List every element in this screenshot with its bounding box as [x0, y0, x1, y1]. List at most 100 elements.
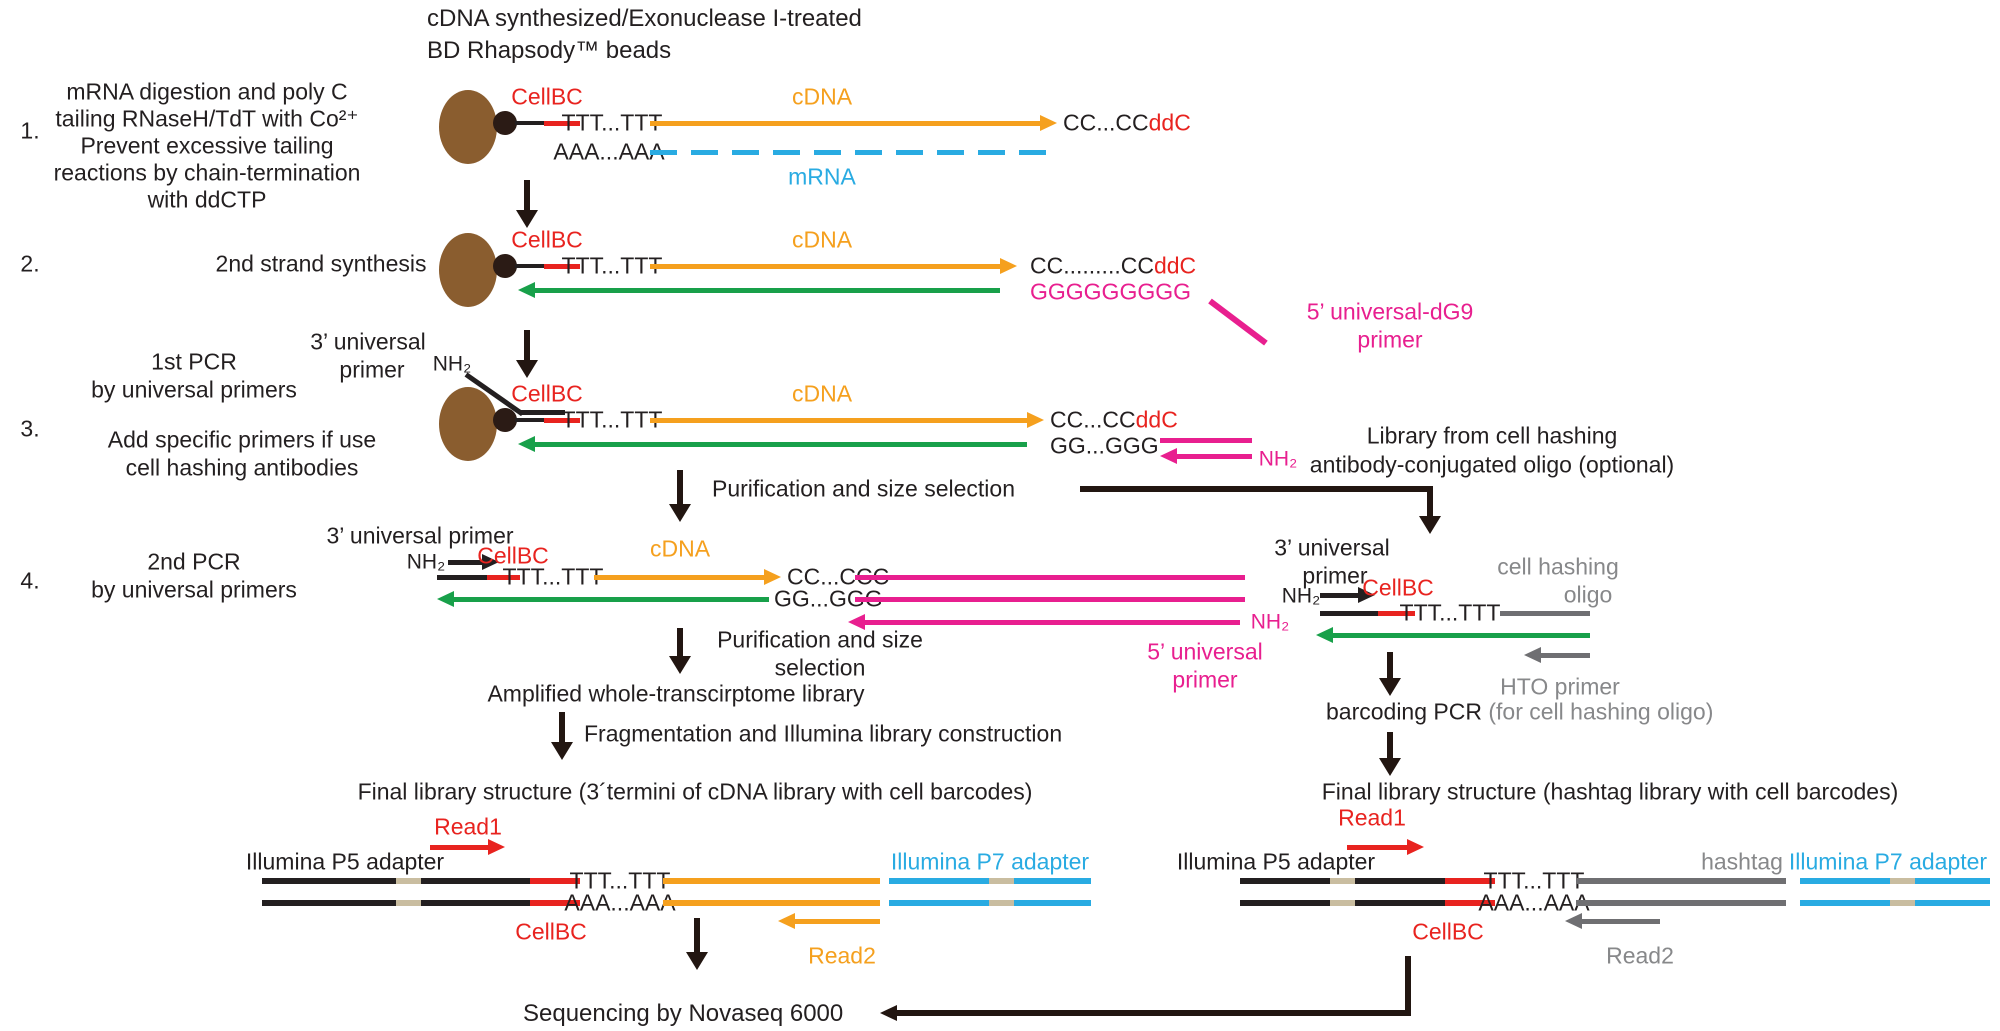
step1-text-line3: Prevent excessive tailing [80, 132, 334, 159]
step3-pcr-line1: 1st PCR [151, 348, 237, 375]
step3-pcr-line2: by universal primers [91, 376, 297, 403]
primer-arrow-row4-line [448, 560, 482, 565]
ttt-row4: TTT...TTT [502, 563, 604, 590]
nh2-black-row3: NH₂ [432, 352, 472, 376]
read2-arrow-right [1582, 919, 1660, 924]
bead-row3 [439, 387, 497, 461]
step2-number: 2. [20, 250, 40, 277]
primer-arm-stub-row3 [520, 410, 565, 415]
step1-text-line5: with ddCTP [147, 186, 267, 213]
universal-primer-arrow-row3 [1177, 454, 1252, 459]
lib-right-top-blue2 [1915, 878, 1990, 884]
cdna-arrow-row3 [650, 418, 1027, 423]
cdna-label-row2: cDNA [791, 226, 853, 253]
second-strand-row3 [535, 442, 1027, 447]
flow-arrow-4-head [669, 656, 691, 674]
flow-arrow-2-head [516, 360, 538, 378]
step4-pcr-line1: 2nd PCR [147, 548, 241, 575]
lib-left-ttt: TTT...TTT [569, 867, 671, 894]
second-strand-arrowhead-row3 [518, 436, 535, 452]
lib-right-bot-red [1445, 900, 1495, 906]
lib-right-ttt: TTT...TTT [1483, 867, 1585, 894]
flow-arrow-5-head [551, 742, 573, 760]
read1-arrow-left [430, 845, 488, 850]
flow-arrow-4-line [677, 628, 683, 658]
cdna-arrow-row2 [650, 264, 1000, 269]
branch-primer3-line2: primer [1302, 562, 1368, 589]
purification2-label-line2: selection [774, 654, 866, 681]
cc-black-row3: CC...CC [1050, 406, 1136, 433]
lib-left-bot-tan1 [396, 900, 421, 906]
universal-primer-line-row3 [1160, 438, 1252, 443]
cellbc-segment-row3 [544, 418, 580, 423]
flow-arrow-5-line [559, 712, 565, 744]
ttt-row1: TTT...TTT [561, 109, 663, 136]
read2-arrow-left [795, 919, 880, 924]
lib-left-bot-red [530, 900, 580, 906]
lib-right-bot-gray [1576, 900, 1786, 906]
lib-right-top-blue1 [1800, 878, 1890, 884]
cdna-arrowhead-row2 [1000, 258, 1017, 274]
p7-adapter-label-right: Illumina P7 adapter [1788, 848, 1988, 875]
mrna-dashed-line [650, 150, 1048, 155]
branch-flow-arrow-2-line [1387, 732, 1393, 760]
cc-label-row3: CC...CCddC [1050, 407, 1178, 432]
lib-left-top-black1 [262, 878, 396, 884]
cellbc-label-row2: CellBC [511, 226, 583, 253]
bead-row2 [439, 233, 497, 307]
lib-right-bot-blue2 [1915, 900, 1990, 906]
cellbc-label-lib-right: CellBC [1412, 918, 1484, 945]
cdna-arrow-row1 [650, 121, 1040, 126]
lib-left-bot-tan2 [989, 900, 1014, 906]
branch-flow-arrow-1-line [1387, 652, 1393, 680]
dg9-pointer-line [1208, 298, 1268, 346]
amplified-library-label: Amplified whole-transcirptome library [487, 680, 865, 707]
flow-arrow-6-head [686, 952, 708, 970]
flow-arrow-1-head [516, 210, 538, 228]
gg-label-row3: GG...GGG [1050, 432, 1159, 459]
cellbc-segment-row2 [544, 264, 580, 269]
top-strand-red-row4 [487, 575, 520, 580]
step4-number: 4. [20, 567, 40, 594]
barcoding-pcr-gray: (for cell hashing oligo) [1481, 698, 1714, 725]
barcoding-pcr-label: barcoding PCR (for cell hashing oligo) [1326, 699, 1713, 724]
flow-arrow-6-line [694, 918, 700, 954]
step1-text-line4: reactions by chain-termination [53, 159, 361, 186]
lib-left-bot-blue2 [1014, 900, 1091, 906]
read1-label-right: Read1 [1338, 804, 1406, 831]
branch-flow-arrow-1-head [1379, 678, 1401, 696]
cdna-arrowhead-row4 [764, 569, 781, 585]
read1-arrowhead-right [1407, 839, 1424, 855]
barcoding-pcr-black: barcoding PCR [1326, 698, 1482, 725]
cdna-arrow-row4 [594, 575, 764, 580]
sequencing-elbow-vertical [1405, 956, 1411, 1016]
cdna-arrowhead-row1 [1040, 115, 1057, 131]
branch-strand-black [1320, 611, 1378, 616]
universal-primer3-row3-line2: primer [339, 356, 405, 383]
branch-strand-gray [1500, 611, 1590, 616]
lib-right-top-tan1 [1330, 878, 1355, 884]
lib-left-top-blue1 [889, 878, 989, 884]
ddc-red-row1: ddC [1148, 109, 1191, 136]
bead-stem-row1 [515, 121, 544, 125]
nh2-magenta-row4: NH₂ [1250, 610, 1290, 634]
hto-primer-arrowhead [1524, 647, 1541, 663]
sequencing-arrowhead [880, 1005, 897, 1021]
branch-green-strand [1333, 633, 1590, 638]
final-library-title-left: Final library structure (3´termini of cD… [357, 778, 1033, 805]
step4-pcr-line2: by universal primers [91, 576, 297, 603]
step3-number: 3. [20, 415, 40, 442]
flow-arrow-3-line [677, 470, 683, 506]
hashtag-label: hashtag [1701, 848, 1783, 875]
cc-label-row1: CC...CCddC [1063, 110, 1191, 135]
hashing-library-note-line2: antibody-conjugated oligo (optional) [1309, 451, 1675, 478]
branch-primer-arrow-head [1358, 587, 1375, 603]
step1-text-line2: tailing RNaseH/TdT with Co²⁺ [55, 105, 359, 132]
lib-right-top-gray [1576, 878, 1786, 884]
lib-left-top-tan1 [396, 878, 421, 884]
p7-adapter-label-left: Illumina P7 adapter [890, 848, 1090, 875]
lib-right-top-red [1445, 878, 1495, 884]
read2-arrowhead-left [778, 913, 795, 929]
p5-adapter-label-left: Illumina P5 adapter [245, 848, 445, 875]
branch-elbow-horizontal [1080, 486, 1430, 492]
